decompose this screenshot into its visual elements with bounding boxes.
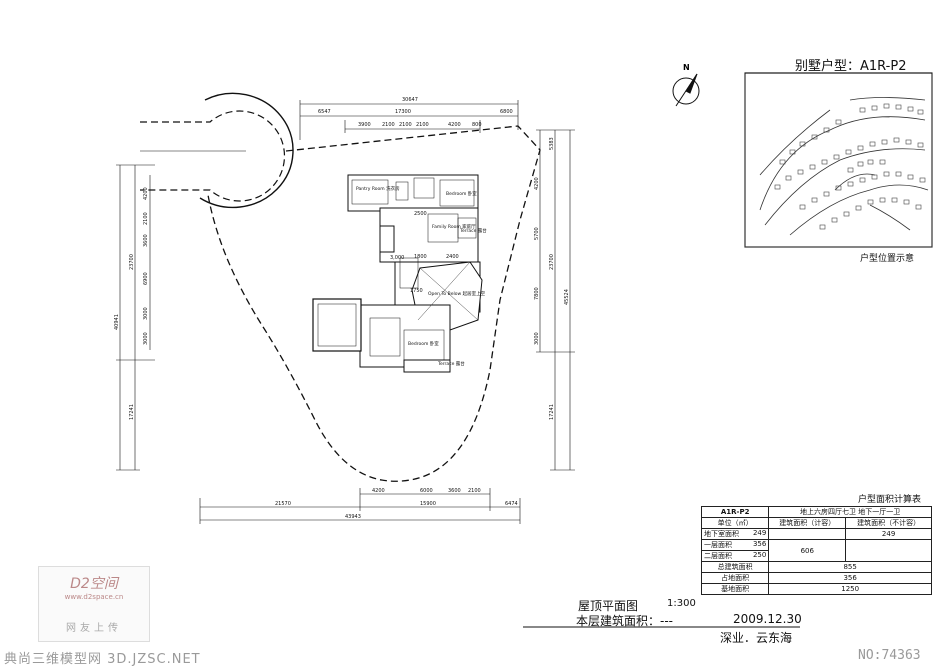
table-header-type: A1R-P2 — [700, 506, 770, 518]
dim-top-seg: 17300 — [395, 109, 411, 115]
dim-top-seg: 6547 — [318, 109, 331, 115]
north-compass-icon — [672, 73, 700, 107]
dim-right-seg: 5383 — [549, 137, 555, 150]
table-subhead-unit: 单位（㎡） — [700, 517, 770, 529]
watermark-upload: 网友上传 — [66, 623, 122, 634]
dim-inner: 1800 — [414, 254, 427, 260]
room-label-terrace: Terrace 露台 — [459, 227, 487, 234]
dim-left-detail: 3000 — [143, 332, 149, 345]
dim-top-seg: 6800 — [500, 109, 513, 115]
dim-right-seg: 17241 — [549, 404, 555, 420]
dim-inner: 1750 — [410, 288, 423, 294]
dim-left-overall: 40941 — [114, 314, 120, 330]
dim-left-detail: 3000 — [143, 307, 149, 320]
dim-top-detail: 2100 — [399, 122, 412, 128]
dim-right-detail: 4200 — [534, 177, 540, 190]
table-subhead-counted: 建筑面积（计容） — [768, 517, 847, 529]
room-label-bedroom2: Bedroom 卧室 — [408, 340, 439, 347]
location-map — [744, 72, 933, 248]
dimension-lines — [116, 100, 575, 524]
dim-right-seg: 23700 — [549, 254, 555, 270]
dim-bottom-seg: 15900 — [420, 501, 436, 507]
subtotal-cell: 606 — [768, 539, 847, 562]
dim-right-detail: 3000 — [534, 332, 540, 345]
drawing-name: 屋顶平面图 — [578, 599, 639, 613]
table-subhead-uncounted: 建筑面积（不计容） — [845, 517, 932, 529]
dim-left-seg: 17241 — [129, 404, 135, 420]
floor-area-label: 本层建筑面积：--- — [576, 614, 673, 628]
dim-bottom-seg: 6474 — [505, 501, 518, 507]
dim-left-detail: 3600 — [143, 234, 149, 247]
building-outline — [312, 174, 483, 373]
dim-bottom-detail: 4200 — [372, 488, 385, 494]
drawing-scale: 1:300 — [667, 598, 696, 609]
dim-right-overall: 45524 — [564, 289, 570, 305]
dim-top-overall: 30647 — [402, 97, 418, 103]
watermark-logo-box: D2空间 www.d2space.cn 网友上传 — [38, 566, 150, 642]
table-row: 占地面积 356 — [700, 572, 932, 584]
dim-left-seg: 23700 — [129, 254, 135, 270]
dim-right-detail: 5700 — [534, 227, 540, 240]
watermark-site: 典尚三维模型网 3D.JZSC.NET — [4, 652, 201, 667]
drawing-date: 2009.12.30 — [733, 612, 802, 626]
watermark-number: NO:74363 — [858, 648, 921, 663]
location-map-lots — [774, 103, 926, 230]
area-table-caption: 户型面积计算表 — [858, 495, 922, 505]
watermark-url: www.d2space.cn — [64, 593, 124, 601]
room-label-open: Open To Below 起居室上空 — [428, 290, 486, 297]
villa-type-label: 别墅户型：A1R-P2 — [795, 59, 907, 74]
table-header-desc: 地上六房四厅七卫 地下一厅一卫 — [768, 506, 932, 518]
compass-north-letter: N — [683, 63, 690, 72]
dim-inner: 3,000 — [390, 255, 404, 261]
dim-bottom-detail: 3600 — [448, 488, 461, 494]
dim-top-detail: 3900 — [358, 122, 371, 128]
dim-left-detail: 4200 — [143, 187, 149, 200]
dim-top-detail: 2100 — [382, 122, 395, 128]
room-label-family: Family Room 家庭厅 — [432, 223, 476, 230]
project-name: 深业．云东海 — [720, 631, 793, 645]
dim-bottom-detail: 2100 — [468, 488, 481, 494]
dim-top-detail: 4200 — [448, 122, 461, 128]
table-row: 基地面积 1250 — [700, 583, 932, 595]
dim-inner: 2400 — [446, 254, 459, 260]
dim-bottom-overall: 43943 — [345, 514, 361, 520]
dim-bottom-seg: 21570 — [275, 501, 291, 507]
dim-right-detail: 7800 — [534, 287, 540, 300]
room-label-master: Bedroom 卧室 — [446, 190, 477, 197]
dim-top-detail: 800 — [472, 122, 482, 128]
table-row: 总建筑面积 855 — [700, 561, 932, 573]
location-caption: 户型位置示意 — [860, 254, 915, 264]
dim-bottom-detail: 6000 — [420, 488, 433, 494]
dim-left-detail: 2100 — [143, 212, 149, 225]
dim-inner: 2500 — [414, 211, 427, 217]
dim-left-detail: 6900 — [143, 272, 149, 285]
dim-top-detail: 2100 — [416, 122, 429, 128]
room-label-terrace2: Terrace 露台 — [437, 360, 465, 367]
area-table: A1R-P2 地上六房四厅七卫 地下一厅一卫 单位（㎡） 建筑面积（计容） 建筑… — [700, 506, 932, 595]
room-label-laundry: Pantry Room 洗衣房 — [356, 185, 400, 192]
watermark-logo: D2空间 — [70, 576, 118, 592]
cul-de-sac — [140, 92, 294, 209]
property-boundary — [207, 125, 541, 482]
